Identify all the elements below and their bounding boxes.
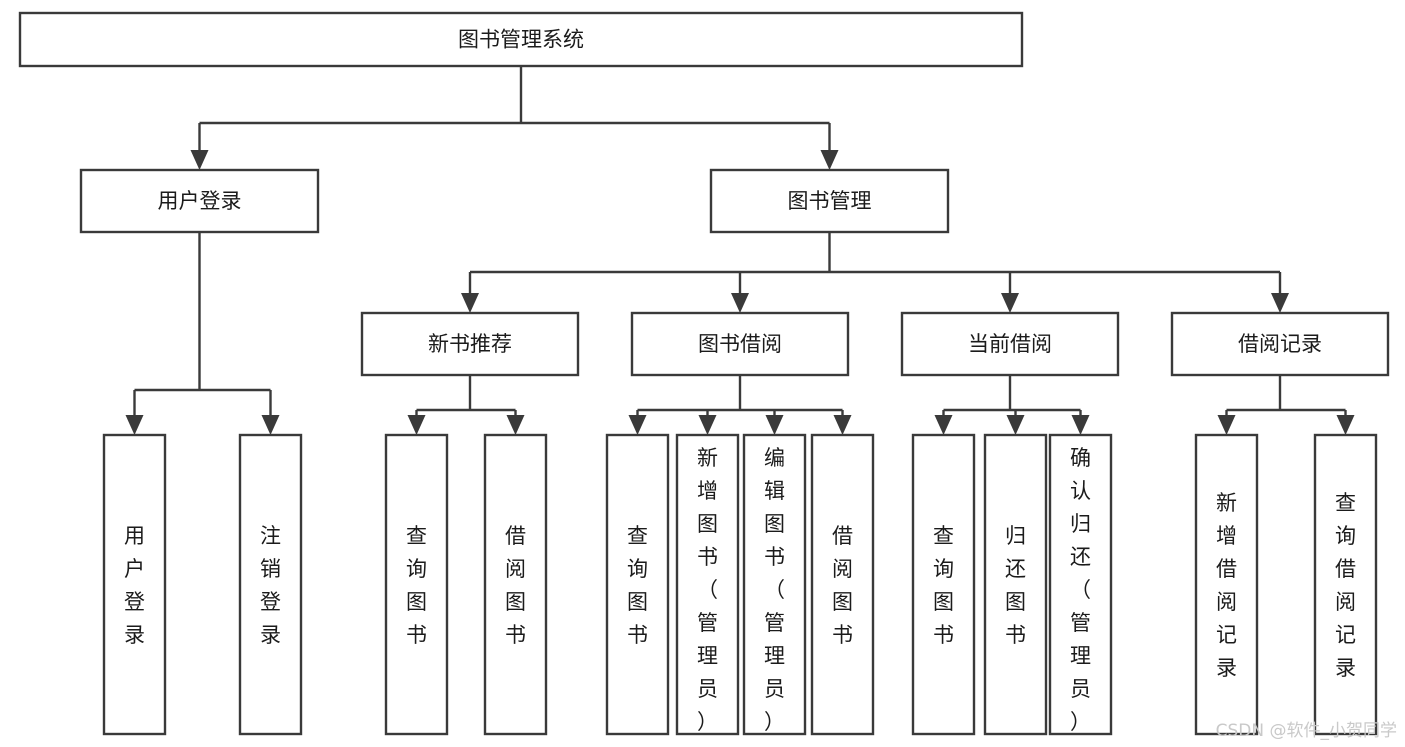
arrowhead-new-book-recommend [461, 293, 479, 313]
nodes-layer: 图书管理系统用户登录图书管理新书推荐图书借阅当前借阅借阅记录用户登录注销登录查询… [18, 11, 1390, 736]
node-box-leaf-return-book[interactable] [983, 433, 1048, 736]
node-label-leaf-query-book-current: 查询图书 [933, 524, 954, 647]
node-box-leaf-user-login[interactable] [102, 433, 167, 736]
arrowhead-leaf-confirm-return-admin [1071, 415, 1090, 435]
node-box-leaf-edit-book-admin[interactable] [742, 433, 807, 736]
node-box-leaf-borrow-book[interactable] [810, 433, 875, 736]
arrowhead-current-borrow [1001, 293, 1019, 313]
arrowhead-leaf-borrow-book-recommend [506, 415, 525, 435]
arrowhead-borrow-record [1271, 293, 1289, 313]
arrowhead-book-management [820, 150, 839, 170]
node-leaf-add-book-admin[interactable]: 新增图书（管理员） [675, 433, 740, 736]
node-leaf-confirm-return-admin[interactable]: 确认归还（管理员） [1048, 433, 1113, 736]
node-current-borrow[interactable]: 当前借阅 [900, 311, 1120, 377]
node-label-leaf-add-borrow-record: 新增借阅记录 [1216, 491, 1237, 680]
node-leaf-borrow-book-recommend[interactable]: 借阅图书 [483, 433, 548, 736]
arrowhead-leaf-borrow-book [833, 415, 852, 435]
arrowhead-user-login [190, 150, 209, 170]
node-leaf-edit-book-admin[interactable]: 编辑图书（管理员） [742, 433, 807, 736]
node-leaf-add-borrow-record[interactable]: 新增借阅记录 [1194, 433, 1259, 736]
node-borrow-record[interactable]: 借阅记录 [1170, 311, 1390, 377]
arrowhead-leaf-query-book-recommend [407, 415, 426, 435]
node-label-borrow-record: 借阅记录 [1238, 332, 1322, 356]
arrowhead-leaf-query-book-borrow [628, 415, 647, 435]
node-label-leaf-add-book-admin: 新增图书（管理员） [697, 446, 718, 734]
node-box-leaf-add-book-admin[interactable] [675, 433, 740, 736]
node-label-leaf-query-book-recommend: 查询图书 [406, 524, 427, 647]
node-label-leaf-borrow-book-recommend: 借阅图书 [505, 524, 526, 647]
node-box-leaf-logout[interactable] [238, 433, 303, 736]
node-box-leaf-query-book-recommend[interactable] [384, 433, 449, 736]
node-box-root[interactable] [18, 11, 1024, 68]
node-label-user-login: 用户登录 [158, 189, 242, 213]
node-box-book-management[interactable] [709, 168, 950, 234]
node-leaf-borrow-book[interactable]: 借阅图书 [810, 433, 875, 736]
node-label-leaf-return-book: 归还图书 [1005, 524, 1026, 647]
node-label-leaf-query-book-borrow: 查询图书 [627, 524, 648, 647]
node-leaf-query-book-recommend[interactable]: 查询图书 [384, 433, 449, 736]
node-leaf-logout[interactable]: 注销登录 [238, 433, 303, 736]
node-box-user-login[interactable] [79, 168, 320, 234]
arrowhead-leaf-query-book-current [934, 415, 953, 435]
node-box-leaf-confirm-return-admin[interactable] [1048, 433, 1113, 736]
arrowhead-leaf-edit-book-admin [765, 415, 784, 435]
node-leaf-query-book-borrow[interactable]: 查询图书 [605, 433, 670, 736]
node-box-leaf-borrow-book-recommend[interactable] [483, 433, 548, 736]
arrowhead-leaf-add-book-admin [698, 415, 717, 435]
node-leaf-query-book-current[interactable]: 查询图书 [911, 433, 976, 736]
arrowhead-book-borrow [731, 293, 749, 313]
node-user-login[interactable]: 用户登录 [79, 168, 320, 234]
arrowhead-leaf-query-borrow-record [1336, 415, 1355, 435]
node-box-borrow-record[interactable] [1170, 311, 1390, 377]
node-box-new-book-recommend[interactable] [360, 311, 580, 377]
node-label-leaf-query-borrow-record: 查询借阅记录 [1335, 491, 1356, 680]
node-root[interactable]: 图书管理系统 [18, 11, 1024, 68]
node-box-leaf-query-borrow-record[interactable] [1313, 433, 1378, 736]
node-label-book-management: 图书管理 [788, 189, 872, 213]
arrowhead-leaf-logout [261, 415, 280, 435]
node-leaf-user-login[interactable]: 用户登录 [102, 433, 167, 736]
arrowhead-leaf-return-book [1006, 415, 1025, 435]
node-label-leaf-confirm-return-admin: 确认归还（管理员） [1070, 446, 1091, 734]
node-book-management[interactable]: 图书管理 [709, 168, 950, 234]
node-new-book-recommend[interactable]: 新书推荐 [360, 311, 580, 377]
node-label-leaf-borrow-book: 借阅图书 [832, 524, 853, 647]
node-label-book-borrow: 图书借阅 [698, 332, 782, 356]
node-box-leaf-query-book-borrow[interactable] [605, 433, 670, 736]
node-label-current-borrow: 当前借阅 [968, 332, 1052, 356]
node-box-leaf-add-borrow-record[interactable] [1194, 433, 1259, 736]
node-label-leaf-edit-book-admin: 编辑图书（管理员） [764, 446, 785, 734]
node-box-book-borrow[interactable] [630, 311, 850, 377]
node-label-root: 图书管理系统 [458, 28, 584, 52]
csdn-watermark: CSDN @软件_小贺同学 [1215, 721, 1397, 741]
arrowhead-leaf-add-borrow-record [1217, 415, 1236, 435]
connectors-layer [125, 66, 1355, 435]
arrowhead-leaf-user-login [125, 415, 144, 435]
node-box-current-borrow[interactable] [900, 311, 1120, 377]
node-label-new-book-recommend: 新书推荐 [428, 332, 512, 356]
node-label-leaf-logout: 注销登录 [260, 524, 281, 647]
node-leaf-query-borrow-record[interactable]: 查询借阅记录 [1313, 433, 1378, 736]
node-box-leaf-query-book-current[interactable] [911, 433, 976, 736]
node-book-borrow[interactable]: 图书借阅 [630, 311, 850, 377]
node-leaf-return-book[interactable]: 归还图书 [983, 433, 1048, 736]
node-label-leaf-user-login: 用户登录 [124, 524, 145, 647]
